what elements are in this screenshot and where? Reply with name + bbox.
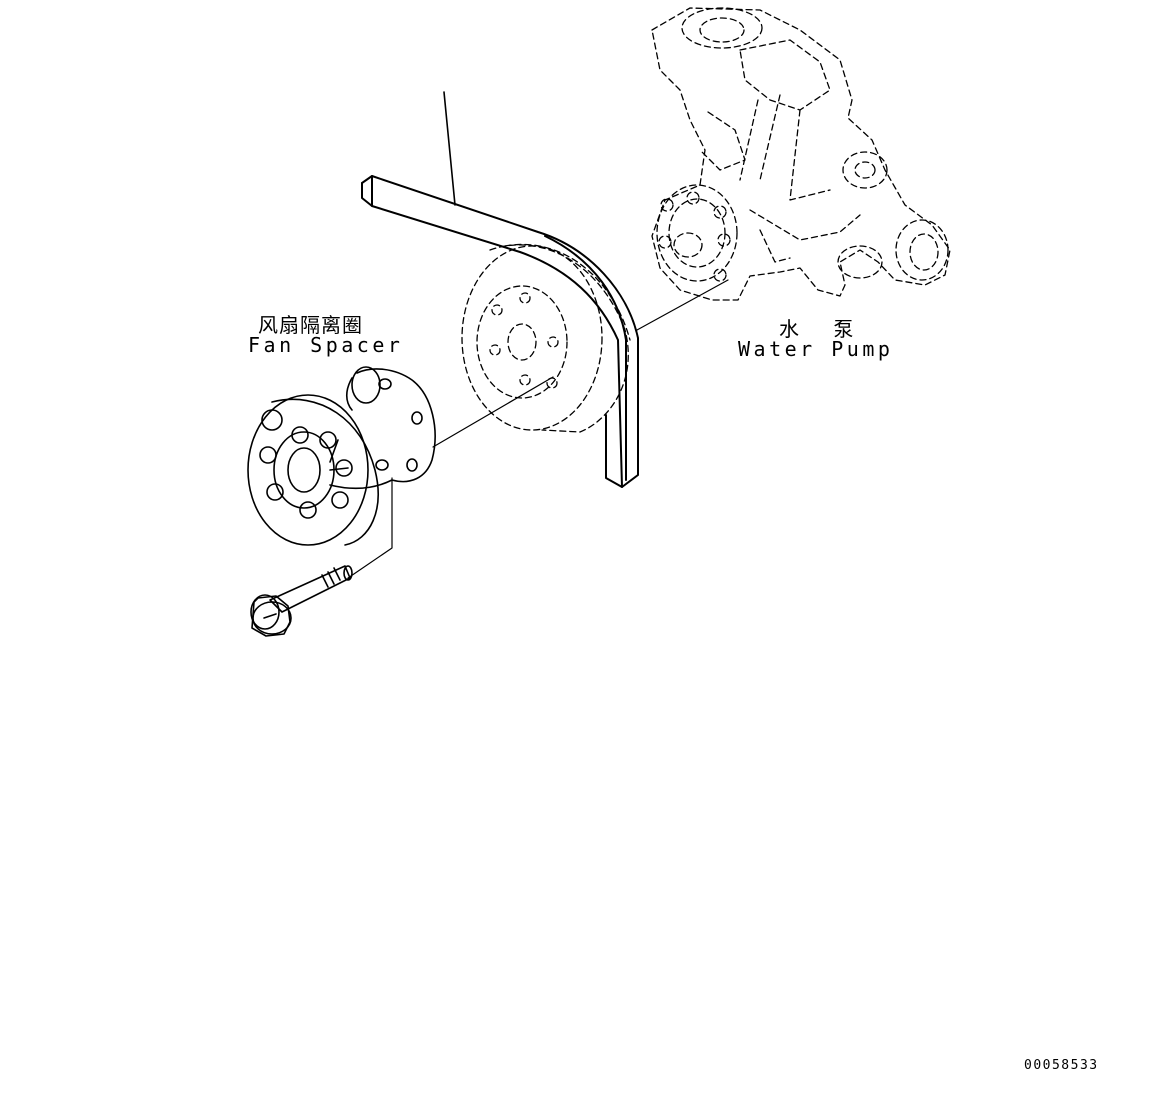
fan-spacer-label-cn: 风扇隔离圈	[258, 313, 363, 337]
spacer-connection-line	[432, 376, 554, 448]
pump-connection-line	[636, 279, 729, 331]
drawing-number: 00058533	[1024, 1058, 1099, 1073]
flange-bolt	[250, 565, 353, 637]
water-pump-label-cn: 水 泵	[779, 317, 868, 341]
fan-spacer	[247, 366, 436, 546]
fan-spacer-label-en: Fan Spacer	[248, 333, 404, 357]
v-belt	[361, 175, 639, 488]
pulley	[461, 243, 631, 433]
water-pump-label-en: Water Pump	[738, 337, 894, 361]
water-pump-housing	[651, 7, 951, 301]
bolt-leader-line	[347, 477, 393, 579]
belt-leader-line	[443, 91, 456, 206]
